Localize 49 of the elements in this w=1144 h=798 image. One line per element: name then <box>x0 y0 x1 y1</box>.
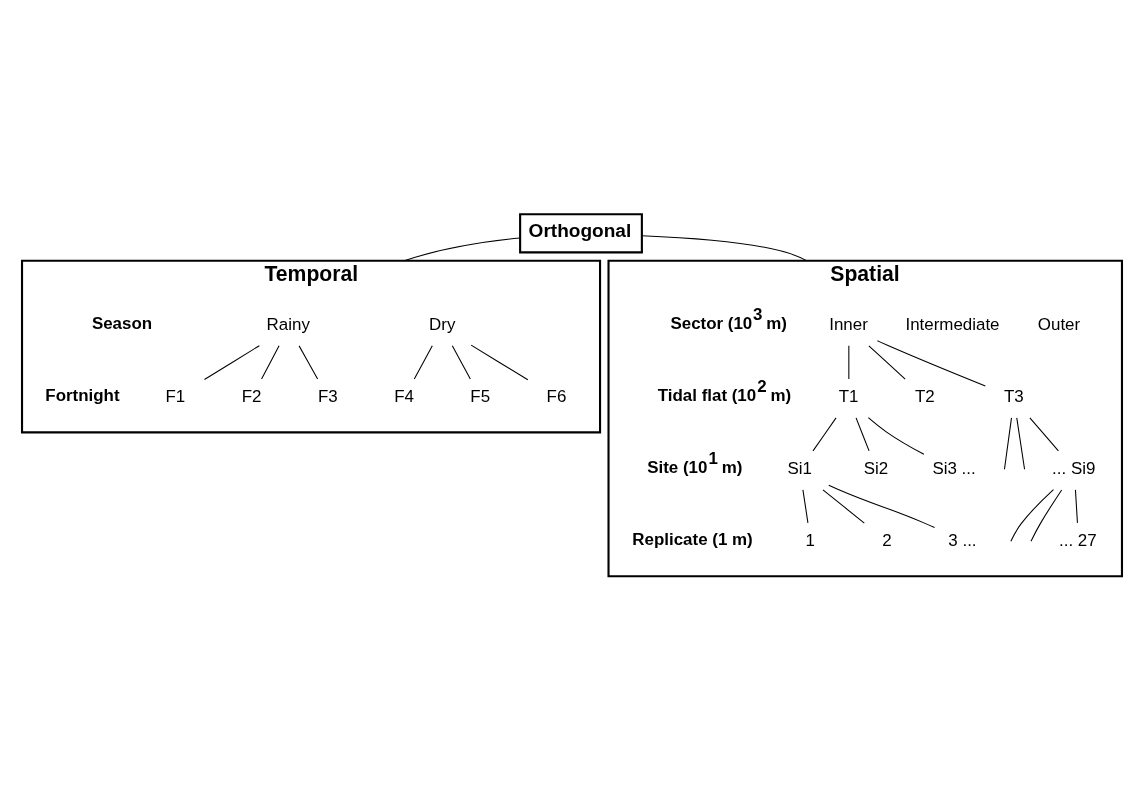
connector <box>1003 416 1012 470</box>
connector <box>203 344 260 380</box>
connector <box>848 344 850 379</box>
node-text: F4 <box>394 386 414 406</box>
node-text: Si1 <box>787 458 812 478</box>
node-text: 2 <box>882 530 892 550</box>
node-text: 1 <box>805 530 815 550</box>
connector <box>867 416 925 455</box>
node-text: T2 <box>915 386 935 406</box>
connector <box>876 339 986 386</box>
node-text: F5 <box>470 386 491 406</box>
node-text: Dry <box>429 314 456 334</box>
label: Replicate (1 m) <box>632 529 753 549</box>
connector <box>828 484 936 528</box>
node-text: 3 ... <box>948 530 977 550</box>
node-text: Intermediate <box>905 314 1000 334</box>
connector <box>261 344 280 379</box>
node-text: Si2 <box>863 458 889 478</box>
node-text: F2 <box>241 386 262 406</box>
connector <box>451 344 471 379</box>
connector <box>1016 416 1026 470</box>
connector <box>1010 488 1054 542</box>
node-text: Si3 ... <box>932 458 976 478</box>
label: Season <box>91 313 153 333</box>
node-text: Rainy <box>266 314 310 334</box>
connector <box>1030 488 1063 542</box>
node-box: Orthogonal <box>519 212 643 253</box>
connector <box>1029 416 1059 451</box>
node-text: Outer <box>1037 314 1081 334</box>
connector <box>413 344 433 379</box>
connector <box>868 344 906 380</box>
connector <box>822 488 865 524</box>
label: Fortnight <box>45 385 120 405</box>
node-text: T1 <box>838 386 859 406</box>
connector <box>298 344 319 379</box>
connector <box>403 237 521 261</box>
node-text: Inner <box>829 314 868 334</box>
connector <box>855 416 870 451</box>
connector <box>802 488 809 523</box>
node-text: T3 <box>1003 386 1024 406</box>
node-text: ... 27 <box>1058 530 1097 550</box>
connector <box>812 416 837 451</box>
connector <box>1074 488 1078 523</box>
connector <box>641 234 807 261</box>
connector <box>470 344 529 380</box>
node-text: F6 <box>546 386 567 406</box>
node-text: ... Si9 <box>1052 458 1096 478</box>
node-text: F3 <box>317 386 338 406</box>
node-text: F1 <box>165 386 186 406</box>
